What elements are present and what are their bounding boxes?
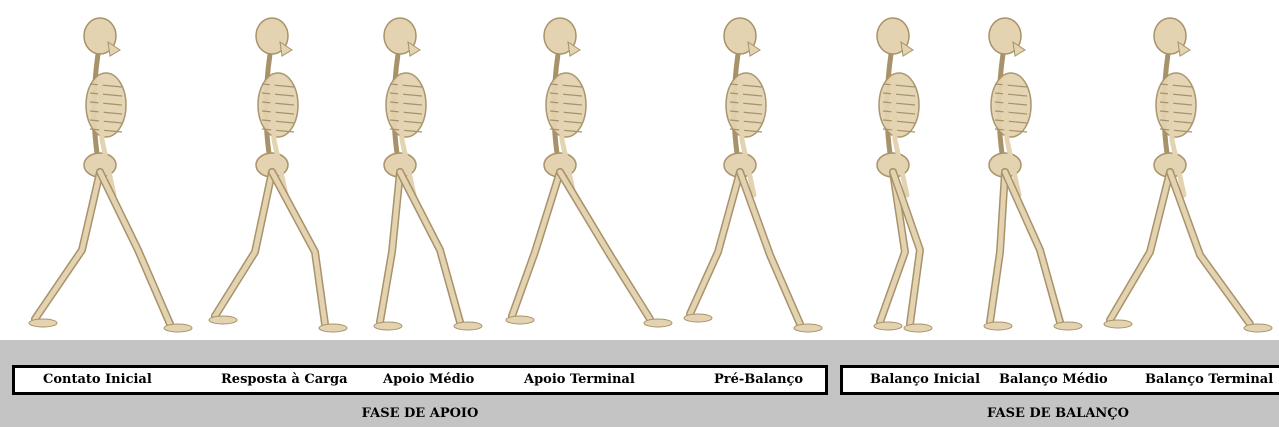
right-leg-foot (904, 324, 932, 332)
swing-phase-title: FASE DE BALANÇO (987, 406, 1129, 421)
right-leg-foot (319, 324, 347, 332)
stage-label-balanco-inicial: Balanço Inicial (870, 372, 980, 387)
left-leg-foot (684, 314, 712, 322)
left-leg (35, 172, 100, 319)
left-leg-foot (874, 322, 902, 330)
skeleton-illustration-row (0, 0, 1279, 340)
skeleton-balanco-inicial (874, 18, 932, 332)
left-leg-foot (374, 322, 402, 330)
left-leg-outline (35, 172, 100, 319)
right-leg-foot (644, 319, 672, 327)
left-leg (380, 172, 400, 322)
skeleton-balanco-medio (984, 18, 1082, 330)
right-leg-foot (1054, 322, 1082, 330)
left-leg-foot (506, 316, 534, 324)
right-leg-outline (272, 172, 325, 324)
swing-phase-box: Balanço Inicial Balanço Médio Balanço Te… (840, 365, 1279, 395)
stage-label-pre-balanco: Pré-Balanço (714, 372, 803, 387)
right-leg-foot (794, 324, 822, 332)
right-leg-foot (454, 322, 482, 330)
stage-label-balanco-medio: Balanço Médio (999, 372, 1108, 387)
right-leg (740, 172, 800, 324)
stage-label-balanco-terminal: Balanço Terminal (1145, 372, 1273, 387)
right-leg-outline (1170, 172, 1250, 324)
skeleton-pre-balanco (684, 18, 822, 332)
gait-cycle-illustration (0, 0, 1279, 340)
skeleton-apoio-medio (374, 18, 482, 330)
phase-label-band: Contato Inicial Resposta à Carga Apoio M… (0, 340, 1279, 427)
left-leg-outline (215, 172, 272, 316)
left-leg-outline (1110, 172, 1170, 320)
stage-label-contato-inicial: Contato Inicial (43, 372, 152, 387)
left-leg-foot (984, 322, 1012, 330)
stage-label-apoio-terminal: Apoio Terminal (524, 372, 635, 387)
right-leg (100, 172, 170, 324)
left-leg-foot (209, 316, 237, 324)
left-leg (690, 172, 740, 314)
skeleton-apoio-terminal (506, 18, 672, 327)
skeleton-balanco-terminal (1104, 18, 1272, 332)
stage-label-resposta-carga: Resposta à Carga (221, 372, 348, 387)
right-leg-foot (164, 324, 192, 332)
right-leg-foot (1244, 324, 1272, 332)
stance-phase-title: FASE DE APOIO (362, 406, 479, 421)
skeleton-contato-inicial (29, 18, 192, 332)
skeleton-resposta-carga (209, 18, 347, 332)
right-leg (560, 172, 650, 319)
stance-phase-box: Contato Inicial Resposta à Carga Apoio M… (12, 365, 828, 395)
right-leg (1005, 172, 1060, 322)
left-leg-foot (1104, 320, 1132, 328)
stage-label-apoio-medio: Apoio Médio (383, 372, 474, 387)
left-leg (512, 172, 560, 316)
left-leg-foot (29, 319, 57, 327)
